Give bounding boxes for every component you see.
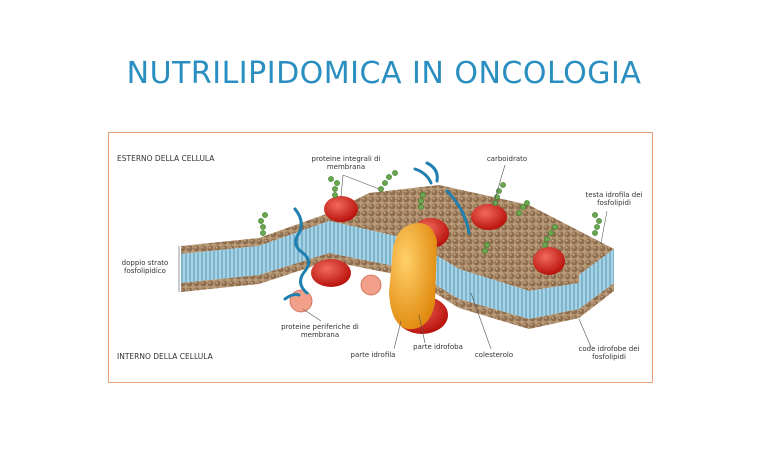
transmembrane-protein bbox=[389, 223, 437, 330]
integral-proteins-label: proteine integrali di membrana bbox=[311, 155, 381, 171]
outside-label: ESTERNO DELLA CELLULA bbox=[117, 154, 215, 163]
hydrophilic-heads-label: testa idrofila dei fosfolipidi bbox=[585, 191, 643, 207]
carbohydrate-chains bbox=[258, 170, 602, 254]
hydrophobic-tails-label: code idrofobe dei fosfolipidi bbox=[578, 345, 640, 361]
slide-title: NUTRILIPIDOMICA IN ONCOLOGIA bbox=[126, 56, 642, 91]
peripheral-proteins-label: proteine periferiche di membrana bbox=[281, 323, 359, 339]
inside-label: INTERNO DELLA CELLULA bbox=[117, 352, 213, 361]
membrane-diagram: ESTERNO DELLA CELLULA INTERNO DELLA CELL… bbox=[108, 132, 653, 383]
hydrophilic-part-label: parte idrofila bbox=[350, 351, 396, 359]
leader-lines bbox=[178, 164, 608, 350]
protein-chains bbox=[283, 161, 471, 301]
bilayer-label: doppio strato fosfolipidico bbox=[121, 259, 169, 275]
membrane-illustration bbox=[178, 161, 614, 350]
bilayer-front-face bbox=[181, 213, 579, 329]
bilayer-top-surface bbox=[181, 185, 614, 318]
carbohydrate-label: carboidrato bbox=[486, 155, 528, 163]
cholesterol-label: colesterolo bbox=[474, 351, 514, 359]
hydrophobic-part-label: parte idrofoba bbox=[413, 343, 463, 351]
